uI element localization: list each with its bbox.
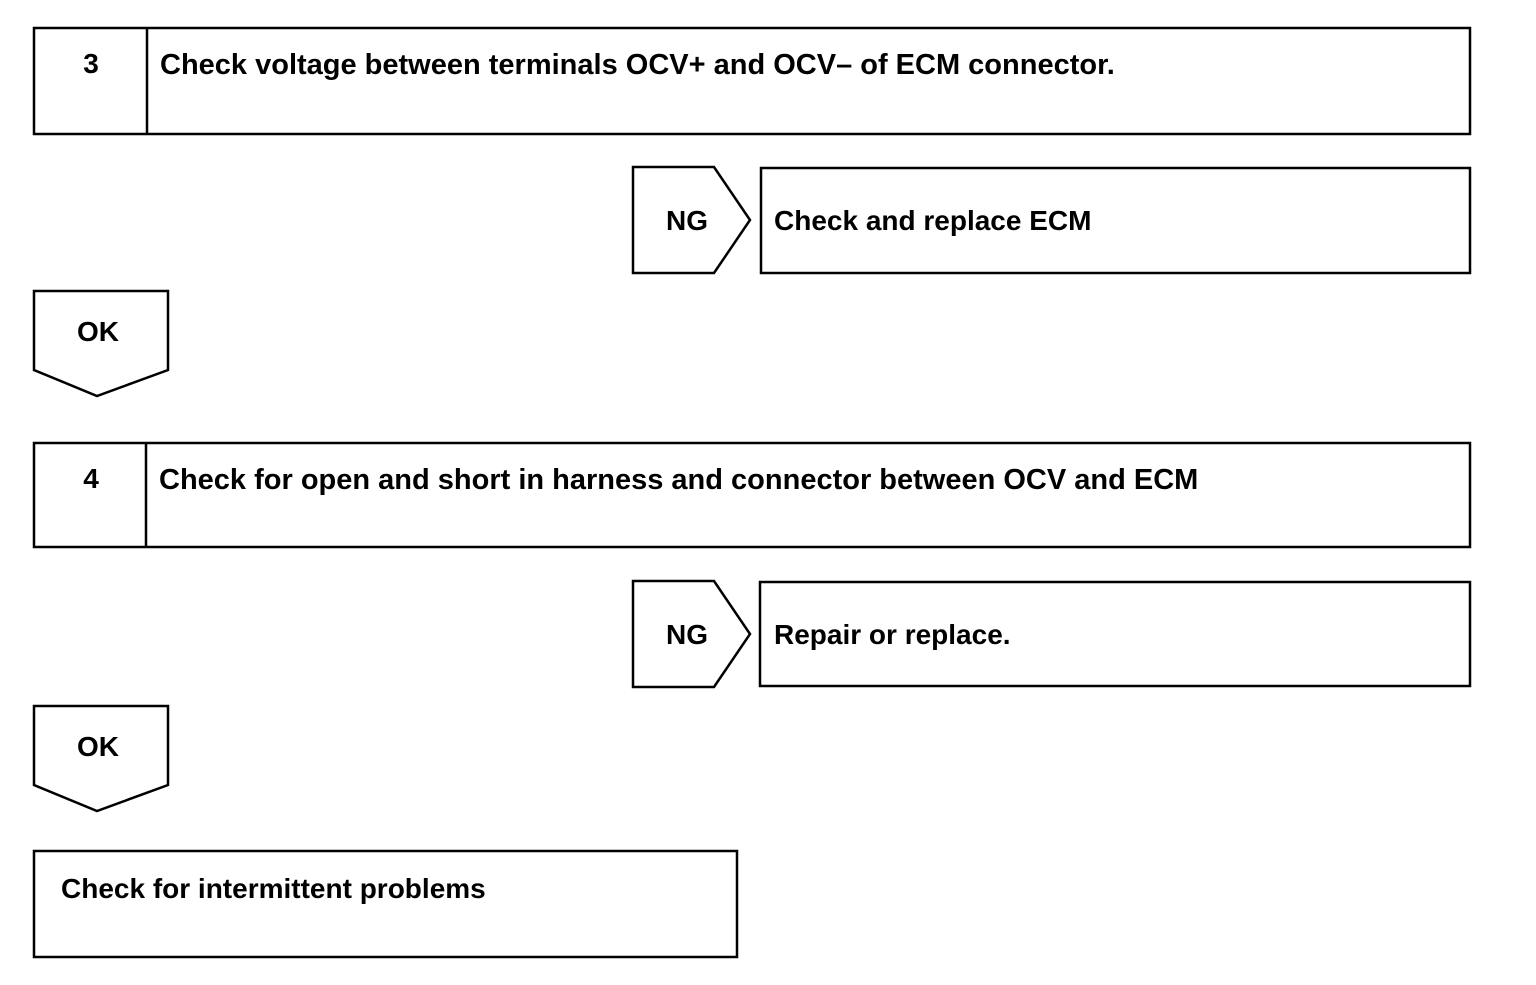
step-4-ok-label: OK	[77, 731, 119, 762]
step-3-number: 3	[83, 48, 99, 79]
step-3-ok-label: OK	[77, 316, 119, 347]
step-4-number: 4	[83, 463, 99, 494]
final-box	[32, 849, 739, 959]
step-4-ok-arrow	[32, 704, 170, 813]
step-3-ng-action: Check and replace ECM	[774, 205, 1091, 236]
step-4-box	[32, 441, 1472, 549]
final-text: Check for intermittent problems	[61, 873, 486, 904]
step-3-ng-action-box	[759, 166, 1472, 275]
step-3-text: Check voltage between terminals OCV+ and…	[160, 49, 1115, 81]
step-4-ng-action: Repair or replace.	[774, 619, 1011, 650]
step-4-ng-label: NG	[666, 619, 708, 650]
step-4-ng-action-box	[758, 580, 1472, 688]
step-3-box	[32, 26, 1472, 136]
step-3-ok-arrow	[32, 289, 170, 398]
step-3-ng-label: NG	[666, 205, 708, 236]
step-4-text: Check for open and short in harness and …	[159, 464, 1198, 496]
step-4-ng-arrow	[631, 579, 752, 689]
step-3-ng-arrow	[631, 165, 752, 275]
